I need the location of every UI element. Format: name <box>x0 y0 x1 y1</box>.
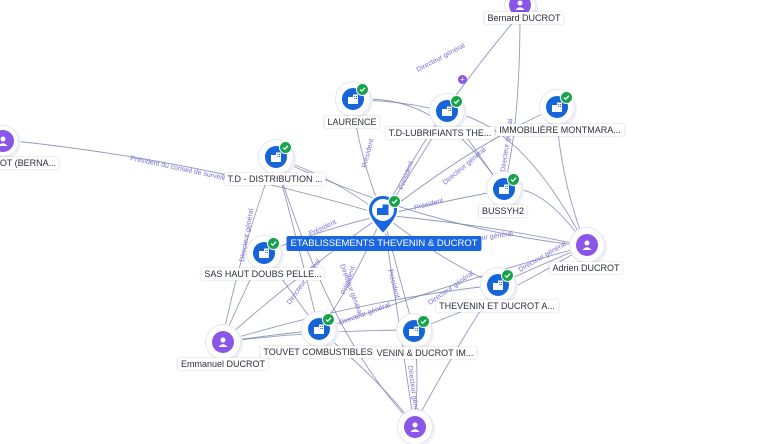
edge-label: Président <box>361 138 375 168</box>
edge-label: Président <box>414 198 444 212</box>
node-label: Adrien DUCROT <box>549 262 623 274</box>
edge <box>446 111 587 247</box>
verified-check-icon <box>356 83 369 96</box>
node-label: BUSSYH2 <box>478 205 528 217</box>
verified-check-icon <box>417 315 430 328</box>
person-icon <box>0 130 14 152</box>
verified-check-icon <box>560 91 573 104</box>
edge-label: Directeur général <box>286 258 323 306</box>
verified-check-icon <box>279 141 292 154</box>
edge <box>274 157 415 426</box>
person-icon <box>404 416 426 438</box>
node-label: VENIN & DUCROT IM... <box>373 347 477 359</box>
person-icon <box>576 234 598 256</box>
verified-check-icon <box>450 95 463 108</box>
edge-label: Directeur général <box>442 146 488 186</box>
verified-check-icon <box>501 269 514 282</box>
verified-check-icon <box>267 237 280 250</box>
edge-label: Président <box>398 160 415 190</box>
node-label: Bernard DUCROT <box>484 12 564 24</box>
node-label: THEVENIN ET DUCROT A... <box>436 300 558 312</box>
edge <box>382 107 557 216</box>
edge <box>318 329 415 426</box>
edge <box>351 98 504 191</box>
node-label: TOUVET COMBUSTIBLES <box>260 346 376 358</box>
node-label: T.D-LUBRIFIANTS THE... <box>385 127 495 139</box>
verified-check-icon <box>507 173 520 186</box>
node-label: SAS HAUT DOUBS PELLE... <box>201 268 325 280</box>
node-label: IMMOBILIÈRE MONTMARA... <box>496 124 624 136</box>
edge <box>221 284 498 343</box>
node-label-main: ETABLISSEMENTS THEVENIN & DUCROT <box>286 236 482 251</box>
verified-check-icon <box>388 195 401 208</box>
node-label: OT (BERNA... <box>0 157 60 169</box>
node-label: T.D - DISTRIBUTION ... <box>224 173 326 185</box>
edge <box>4 139 384 216</box>
edge <box>382 214 587 247</box>
edge-label: Directeur général <box>416 42 467 74</box>
edge <box>318 245 587 331</box>
person-icon <box>212 331 234 353</box>
verified-check-icon <box>322 313 335 326</box>
node-label: LAURENCE <box>324 116 380 128</box>
graph-edges <box>4 13 587 426</box>
expand-dot-icon[interactable]: + <box>458 75 467 84</box>
node-label: Emmanuel DUCROT <box>177 358 269 370</box>
